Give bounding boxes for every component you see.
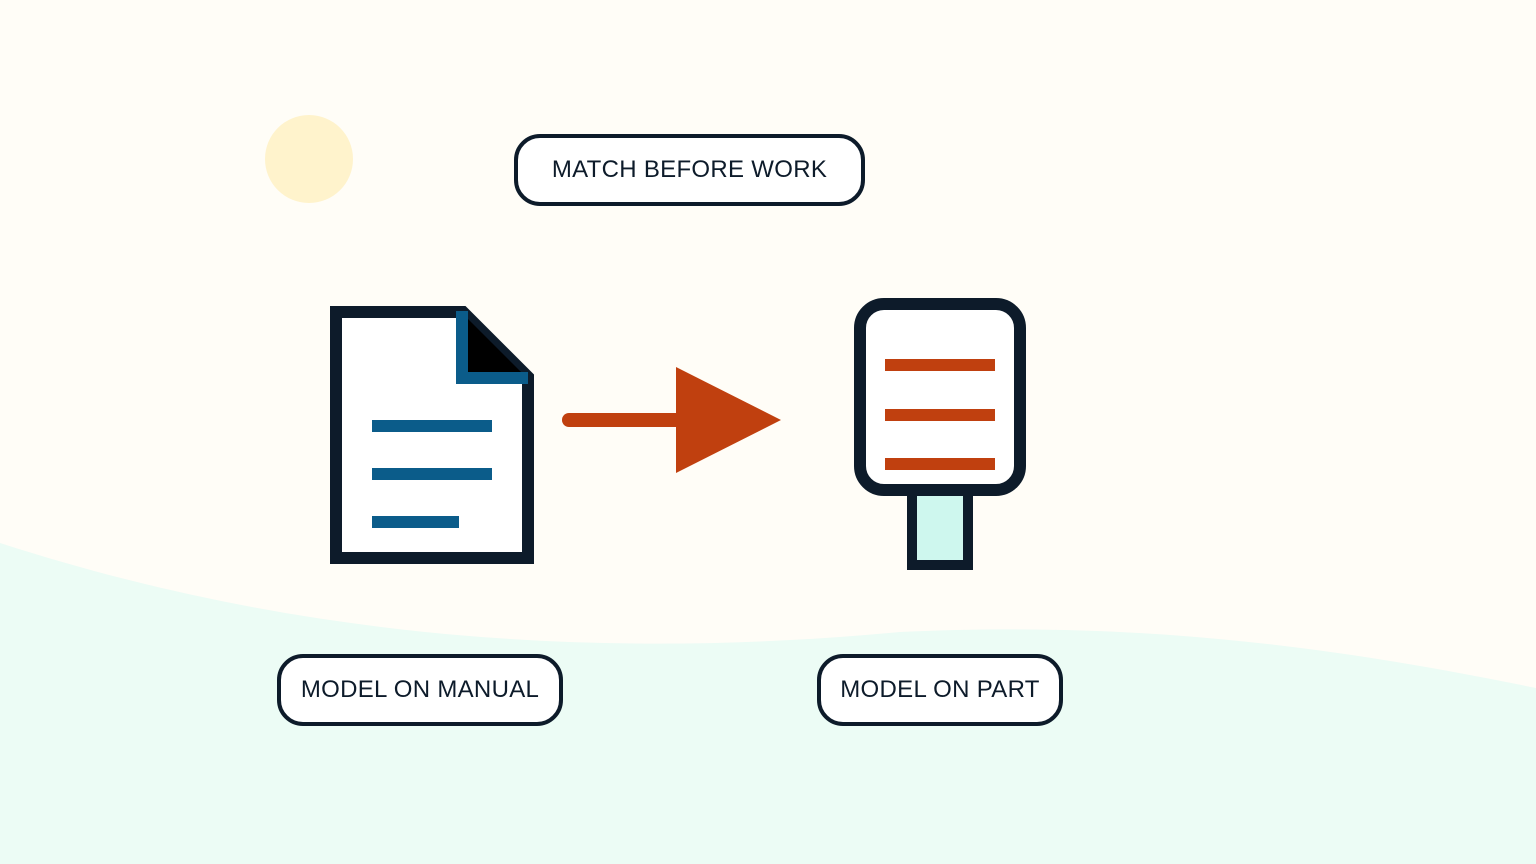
tag-line-1 — [885, 359, 995, 371]
part-tag-icon — [854, 298, 1026, 570]
document-line-1 — [372, 420, 492, 432]
document-line-3 — [372, 516, 459, 528]
tag-line-2 — [885, 409, 995, 421]
tag-line-3 — [885, 458, 995, 470]
arrow-right-icon — [562, 367, 781, 473]
document-line-2 — [372, 468, 492, 480]
sun-circle-icon — [265, 115, 353, 203]
tag-stem — [907, 483, 973, 570]
model-on-manual-label: MODEL ON MANUAL — [277, 654, 563, 726]
match-before-work-label: MATCH BEFORE WORK — [514, 134, 865, 206]
ground-wave — [0, 543, 1536, 864]
model-on-part-label: MODEL ON PART — [817, 654, 1063, 726]
document-icon — [330, 306, 534, 564]
tag-plate — [854, 298, 1026, 496]
